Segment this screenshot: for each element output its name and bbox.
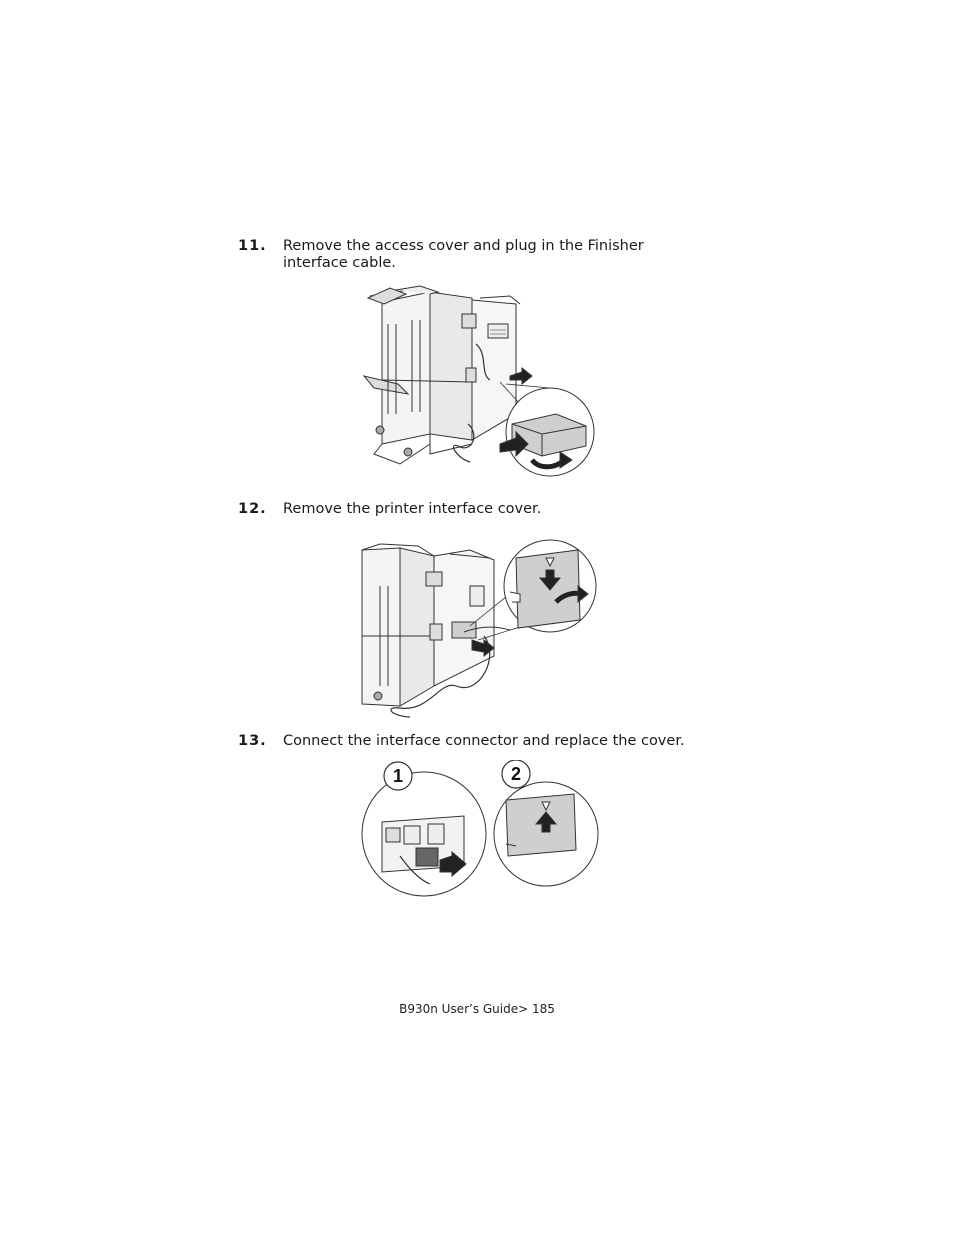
printer-interface-cover-illustration: [360, 536, 600, 718]
step-text: Remove the access cover and plug in the …: [283, 238, 644, 271]
step-text: Connect the interface connector and repl…: [283, 733, 685, 749]
page-footer: B930n User’s Guide> 185: [399, 1002, 555, 1016]
step-number: 12.: [238, 501, 267, 517]
callout-1: 1: [393, 766, 403, 786]
step-number: 11.: [238, 238, 267, 254]
step-text: Remove the printer interface cover.: [283, 501, 542, 517]
callout-2: 2: [511, 764, 521, 784]
finisher-access-cover-illustration: [360, 284, 596, 482]
connect-and-replace-illustration: 1 2: [360, 760, 600, 900]
step-number: 13.: [238, 733, 267, 749]
